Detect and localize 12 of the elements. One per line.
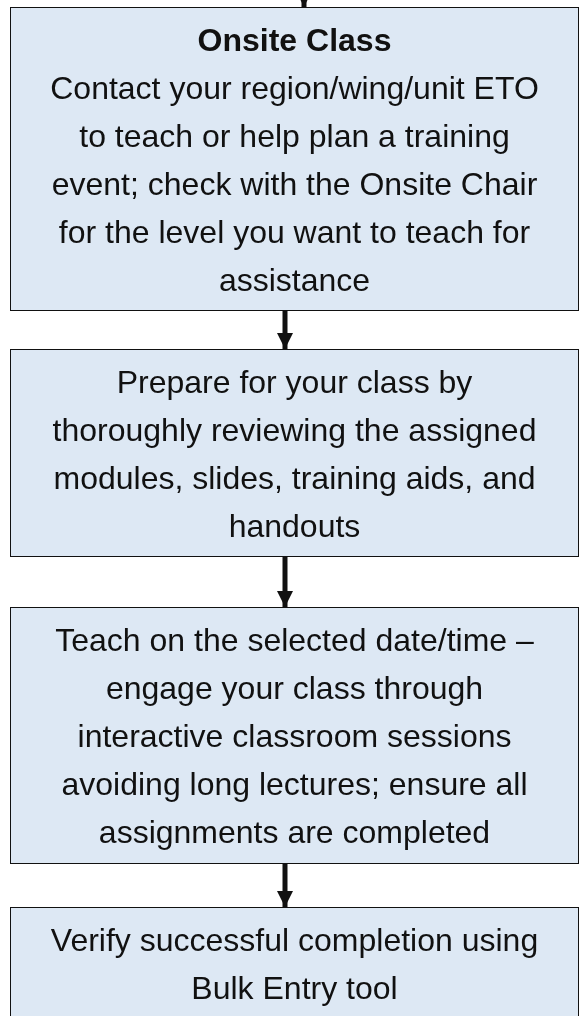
process-box	[10, 7, 579, 311]
step-text: Verify successful completion using Bulk Entry tool	[49, 921, 540, 1008]
step-text: Contact your region/wing/unit ETO to teach or help plan a training event; check with the Onsite Chair for the level you want to teach for assistance	[49, 69, 540, 300]
box-heading: Onsite Class	[197, 21, 392, 60]
process-box	[10, 907, 579, 1016]
step-text: Teach on the selected date/time – engage your class through interactive classroom sessions avoiding long lectures; ensure all assignments are completed	[54, 621, 535, 852]
step-text: Prepare for your class by thoroughly reviewing the assigned modules, slides, training aids, and handouts	[51, 363, 538, 546]
arrow	[277, 311, 293, 349]
arrow	[277, 557, 293, 607]
arrow	[277, 864, 293, 907]
process-box	[10, 349, 579, 557]
process-box	[10, 607, 579, 864]
